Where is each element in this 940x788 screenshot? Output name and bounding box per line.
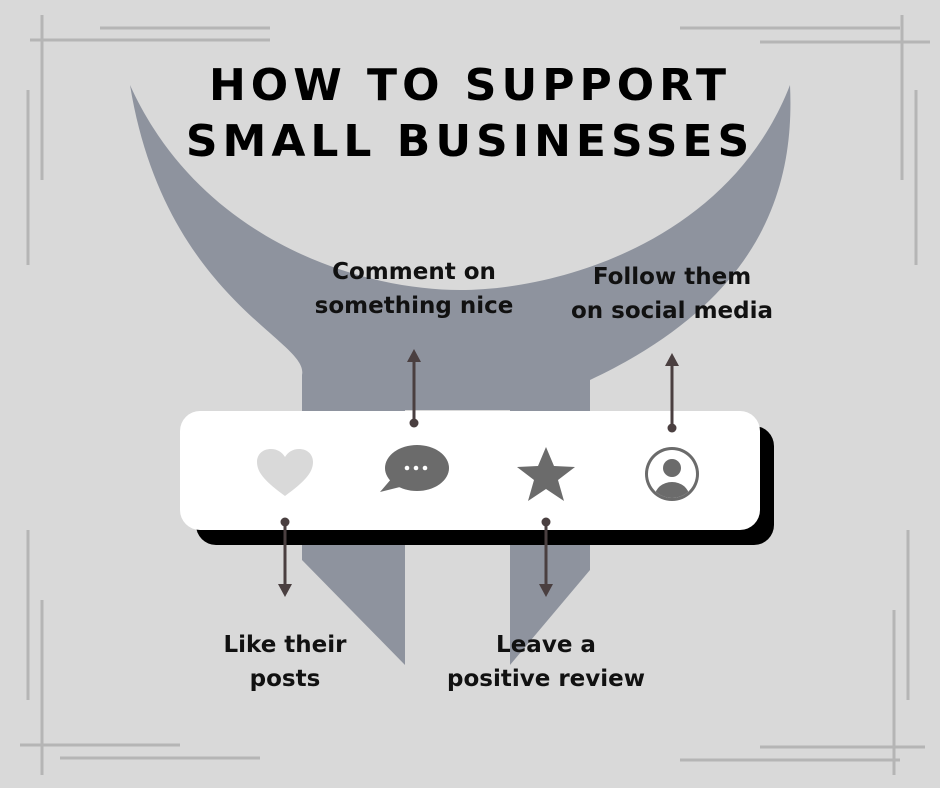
page-title: HOW TO SUPPORT SMALL BUSINESSES — [0, 58, 940, 170]
comment-label: Comment on something nice — [314, 255, 514, 323]
like-label-line-1: Like their — [223, 632, 347, 658]
follow-label: Follow them on social media — [562, 260, 782, 328]
title-line-1: HOW TO SUPPORT — [208, 60, 732, 111]
arrow-comment — [407, 349, 421, 428]
like-label: Like their posts — [200, 628, 370, 696]
emblem-shape — [130, 85, 791, 665]
arrow-like — [278, 517, 292, 597]
speech-bubble-icon[interactable] — [378, 444, 450, 494]
follow-label-line-1: Follow them — [592, 264, 752, 290]
arrow-follow — [665, 353, 679, 433]
review-label: Leave a positive review — [436, 628, 656, 696]
follow-label-line-2: on social media — [570, 298, 774, 324]
comment-label-line-1: Comment on — [332, 259, 496, 285]
review-label-line-2: positive review — [447, 666, 645, 692]
star-icon[interactable] — [516, 446, 576, 502]
comment-label-line-2: something nice — [314, 293, 514, 319]
review-label-line-1: Leave a — [496, 632, 596, 658]
arrow-review — [539, 517, 553, 597]
like-label-line-2: posts — [249, 666, 321, 692]
heart-icon[interactable] — [256, 448, 314, 498]
title-line-2: SMALL BUSINESSES — [185, 116, 755, 167]
user-profile-icon[interactable] — [642, 444, 702, 504]
